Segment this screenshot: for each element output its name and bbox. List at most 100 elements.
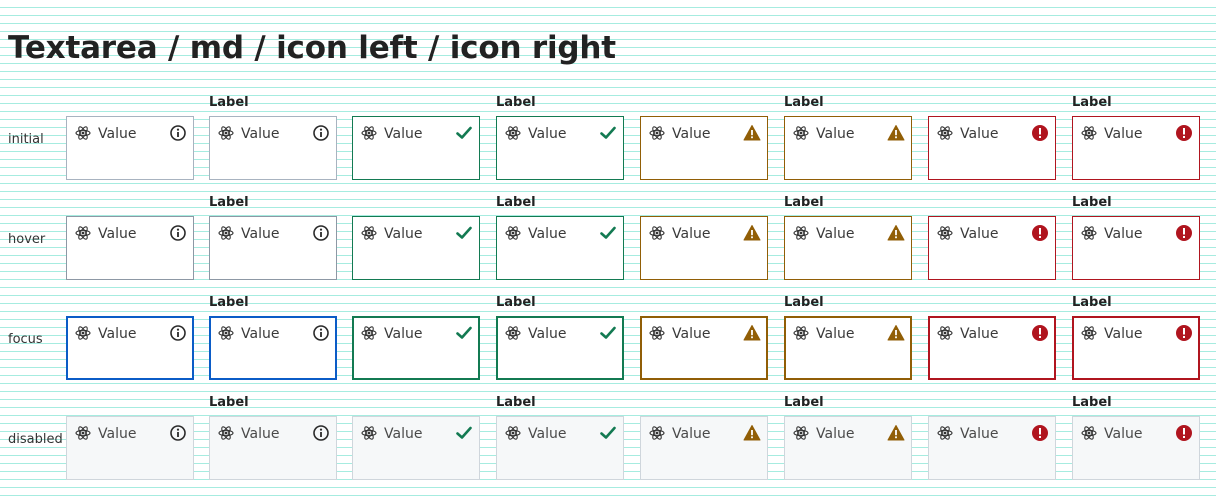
atom-icon xyxy=(361,425,377,441)
info-icon xyxy=(312,124,330,142)
check-icon xyxy=(599,124,617,142)
atom-icon xyxy=(937,125,953,141)
field-label: Label xyxy=(784,295,824,310)
atom-icon xyxy=(937,425,953,441)
textarea-focus-error[interactable]: Value xyxy=(928,316,1056,380)
textarea-value: Value xyxy=(528,226,567,242)
textarea-value: Value xyxy=(960,126,999,142)
textarea-hover-default[interactable]: Value xyxy=(66,216,194,280)
textarea-disabled-error: Value xyxy=(1072,416,1200,480)
textarea-value: Value xyxy=(1104,126,1143,142)
textarea-value: Value xyxy=(1104,326,1143,342)
atom-icon xyxy=(218,225,234,241)
textarea-value: Value xyxy=(816,226,855,242)
textarea-initial-warning[interactable]: Value xyxy=(784,116,912,180)
textarea-initial-warning[interactable]: Value xyxy=(640,116,768,180)
error-icon xyxy=(1031,424,1049,442)
textarea-hover-default[interactable]: Value xyxy=(209,216,337,280)
textarea-value: Value xyxy=(528,426,567,442)
textarea-value: Value xyxy=(98,426,137,442)
textarea-focus-success[interactable]: Value xyxy=(352,316,480,380)
textarea-disabled-default: Value xyxy=(66,416,194,480)
atom-icon xyxy=(937,225,953,241)
warning-icon xyxy=(887,224,905,242)
warning-icon xyxy=(887,124,905,142)
textarea-initial-error[interactable]: Value xyxy=(928,116,1056,180)
textarea-initial-success[interactable]: Value xyxy=(352,116,480,180)
textarea-hover-error[interactable]: Value xyxy=(1072,216,1200,280)
warning-icon xyxy=(887,424,905,442)
textarea-focus-warning[interactable]: Value xyxy=(640,316,768,380)
field-label: Label xyxy=(1072,395,1112,410)
field-label: Label xyxy=(209,295,249,310)
field-label: Label xyxy=(496,95,536,110)
textarea-value: Value xyxy=(98,126,137,142)
warning-icon xyxy=(743,324,761,342)
textarea-disabled-warning: Value xyxy=(784,416,912,480)
textarea-value: Value xyxy=(384,126,423,142)
atom-icon xyxy=(793,225,809,241)
atom-icon xyxy=(361,225,377,241)
atom-icon xyxy=(649,225,665,241)
textarea-disabled-error: Value xyxy=(928,416,1056,480)
textarea-value: Value xyxy=(1104,226,1143,242)
textarea-initial-error[interactable]: Value xyxy=(1072,116,1200,180)
atom-icon xyxy=(1081,125,1097,141)
info-icon xyxy=(169,424,187,442)
field-label: Label xyxy=(496,195,536,210)
textarea-initial-success[interactable]: Value xyxy=(496,116,624,180)
textarea-focus-success[interactable]: Value xyxy=(496,316,624,380)
atom-icon xyxy=(218,425,234,441)
textarea-disabled-default: Value xyxy=(209,416,337,480)
field-label: Label xyxy=(1072,195,1112,210)
textarea-hover-warning[interactable]: Value xyxy=(784,216,912,280)
textarea-value: Value xyxy=(960,426,999,442)
warning-icon xyxy=(743,224,761,242)
row-label-disabled: disabled xyxy=(8,432,63,447)
textarea-focus-default[interactable]: Value xyxy=(66,316,194,380)
field-label: Label xyxy=(1072,295,1112,310)
page-title: Textarea / md / icon left / icon right xyxy=(8,30,616,66)
error-icon xyxy=(1175,324,1193,342)
check-icon xyxy=(599,424,617,442)
textarea-focus-error[interactable]: Value xyxy=(1072,316,1200,380)
textarea-value: Value xyxy=(98,326,137,342)
field-label: Label xyxy=(209,395,249,410)
textarea-disabled-success: Value xyxy=(496,416,624,480)
textarea-initial-default[interactable]: Value xyxy=(66,116,194,180)
check-icon xyxy=(455,324,473,342)
atom-icon xyxy=(793,125,809,141)
error-icon xyxy=(1175,124,1193,142)
textarea-focus-warning[interactable]: Value xyxy=(784,316,912,380)
textarea-value: Value xyxy=(672,226,711,242)
textarea-hover-warning[interactable]: Value xyxy=(640,216,768,280)
textarea-hover-error[interactable]: Value xyxy=(928,216,1056,280)
error-icon xyxy=(1175,424,1193,442)
textarea-value: Value xyxy=(241,326,280,342)
atom-icon xyxy=(505,225,521,241)
atom-icon xyxy=(937,325,953,341)
atom-icon xyxy=(649,325,665,341)
atom-icon xyxy=(1081,425,1097,441)
textarea-focus-default[interactable]: Value xyxy=(209,316,337,380)
atom-icon xyxy=(793,325,809,341)
textarea-hover-success[interactable]: Value xyxy=(352,216,480,280)
textarea-value: Value xyxy=(384,326,423,342)
check-icon xyxy=(455,124,473,142)
textarea-hover-success[interactable]: Value xyxy=(496,216,624,280)
textarea-value: Value xyxy=(816,126,855,142)
info-icon xyxy=(169,124,187,142)
atom-icon xyxy=(649,125,665,141)
textarea-value: Value xyxy=(960,326,999,342)
info-icon xyxy=(169,224,187,242)
row-label-initial: initial xyxy=(8,132,44,147)
textarea-value: Value xyxy=(528,326,567,342)
info-icon xyxy=(312,324,330,342)
info-icon xyxy=(312,224,330,242)
textarea-value: Value xyxy=(241,426,280,442)
warning-icon xyxy=(743,424,761,442)
textarea-initial-default[interactable]: Value xyxy=(209,116,337,180)
textarea-disabled-success: Value xyxy=(352,416,480,480)
atom-icon xyxy=(1081,225,1097,241)
textarea-value: Value xyxy=(672,326,711,342)
